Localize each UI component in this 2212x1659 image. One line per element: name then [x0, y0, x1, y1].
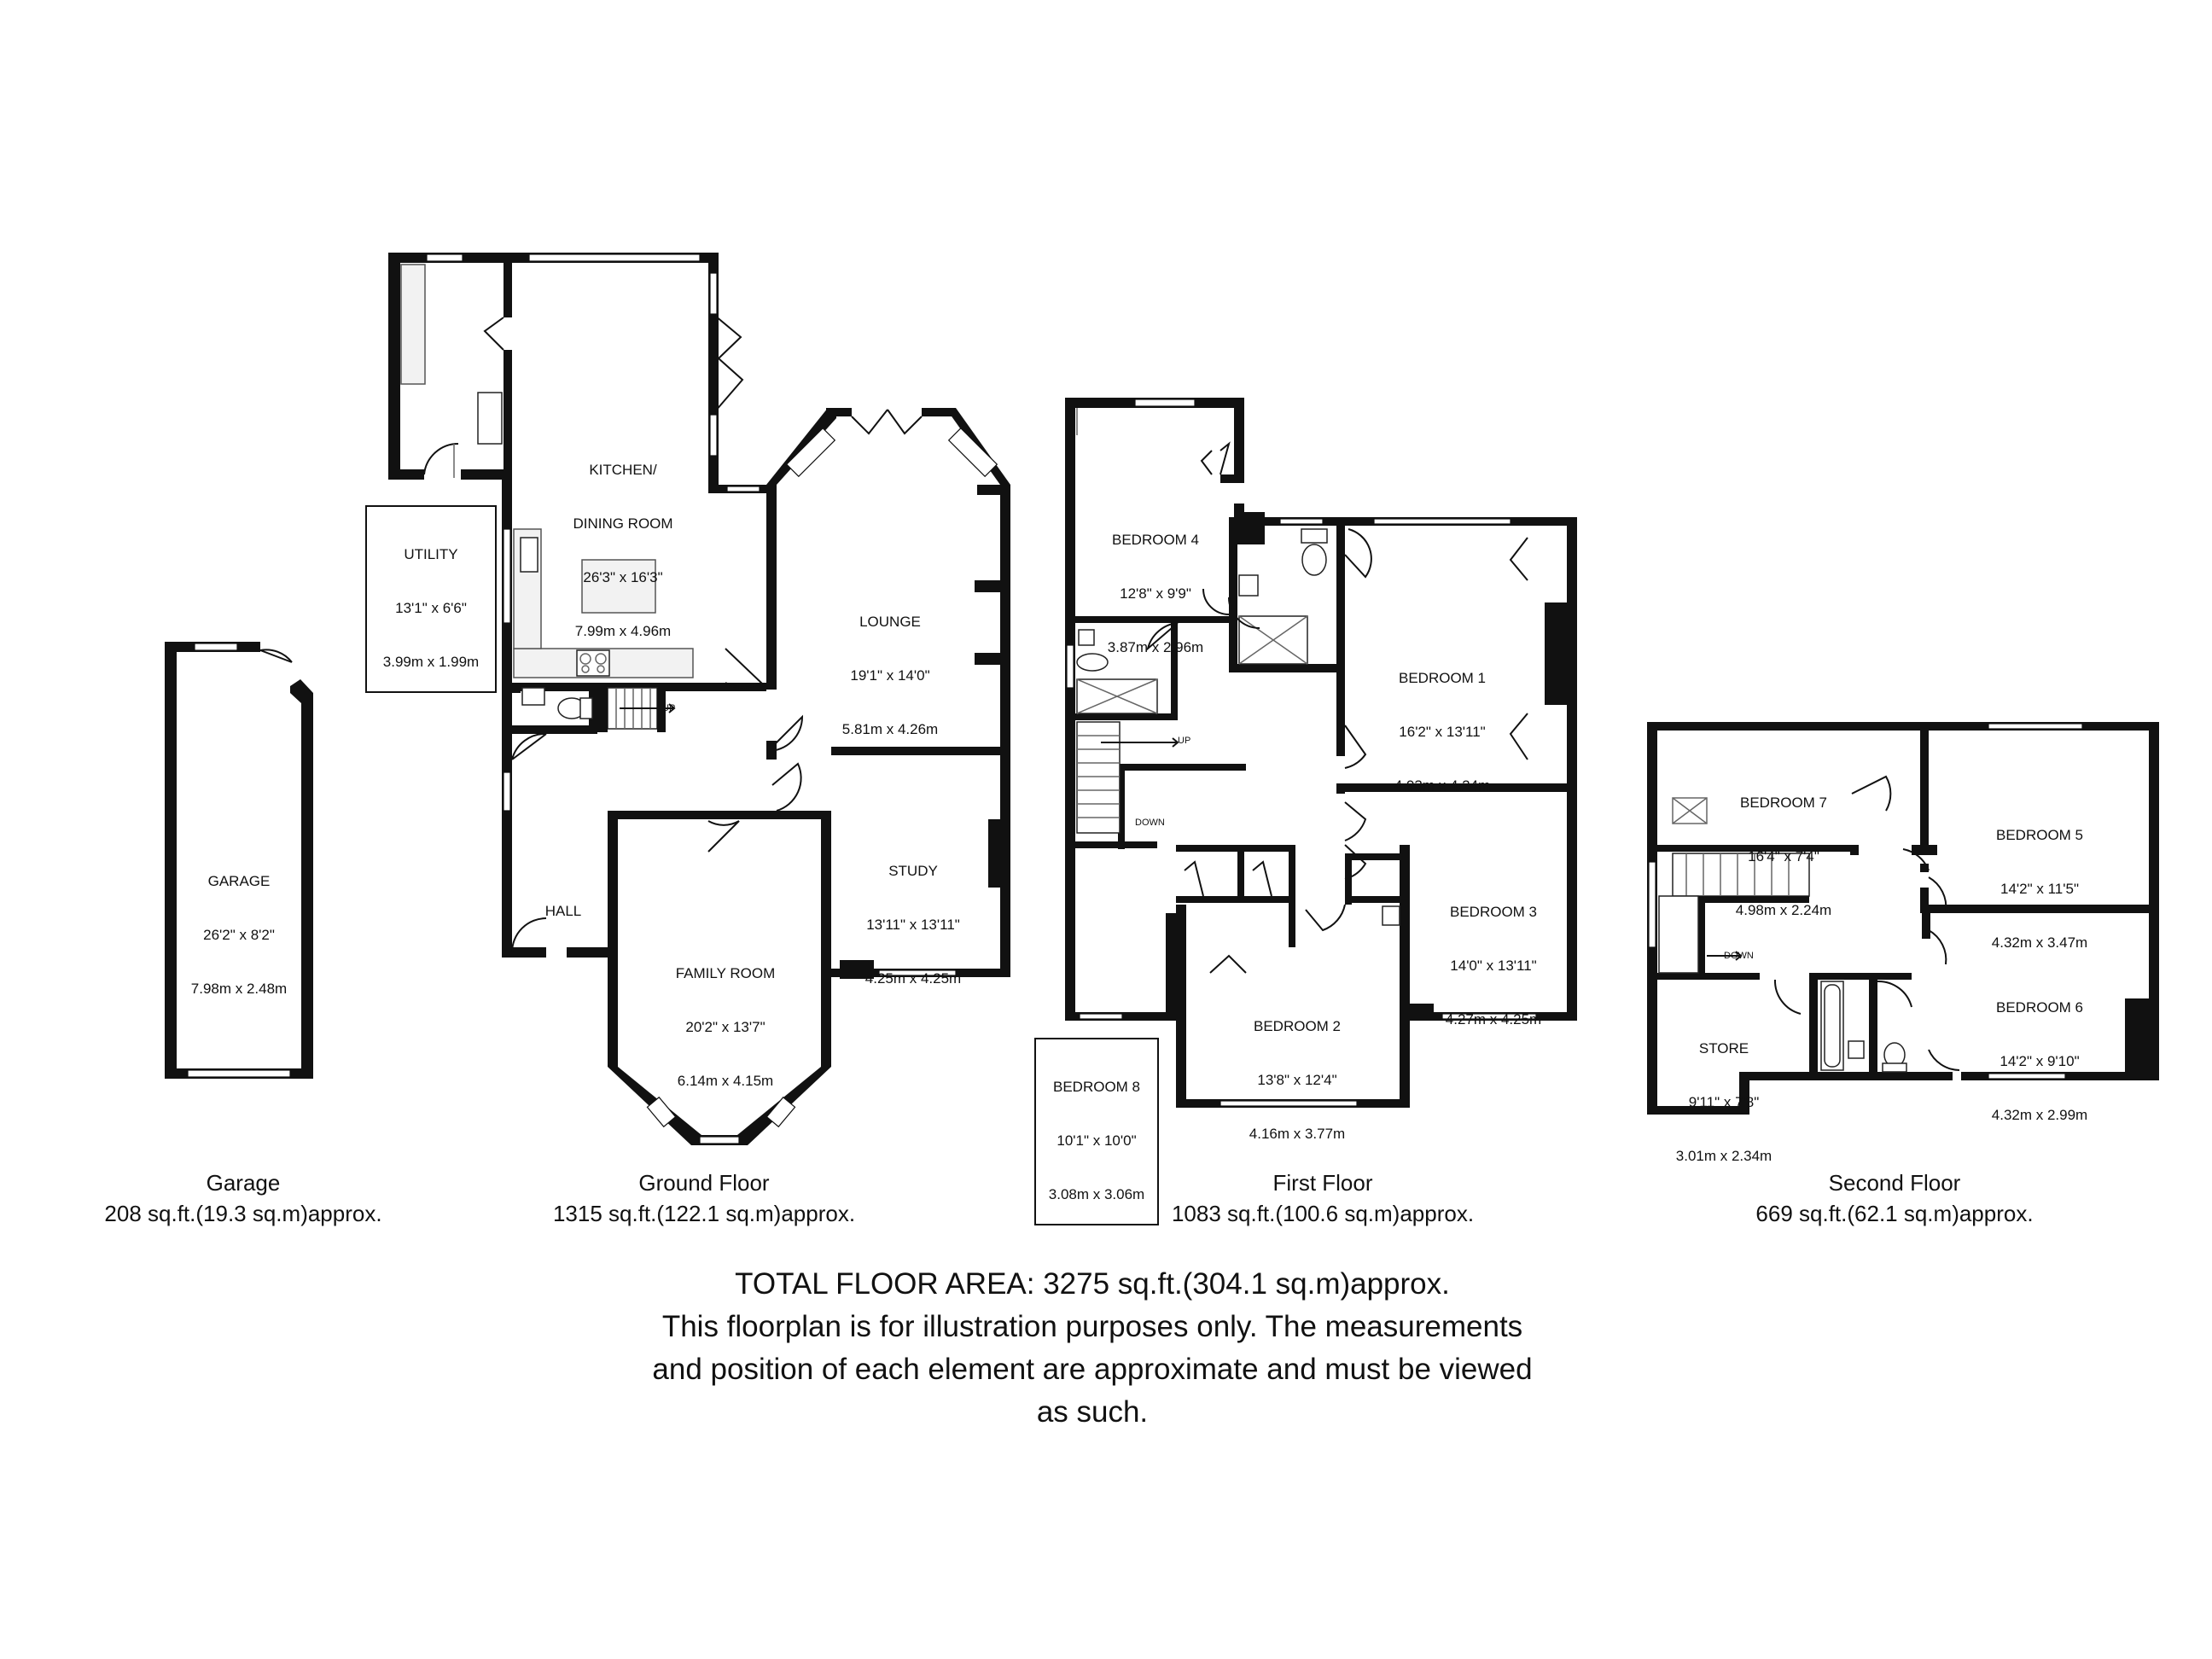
room-name: FAMILY ROOM — [675, 965, 776, 981]
room-size-metric: 4.32m x 3.47m — [1991, 934, 2088, 951]
room-size-imperial: 19'1" x 14'0" — [850, 667, 930, 684]
room-name: GARAGE — [207, 873, 271, 889]
room-size-metric: 4.16m x 3.77m — [1249, 1126, 1346, 1142]
room-size-imperial: 14'0" x 13'11" — [1450, 958, 1537, 974]
room-name: HALL — [544, 903, 582, 919]
bedroom-2-label: BEDROOM 2 13'8" x 12'4" 4.16m x 3.77m — [1220, 981, 1374, 1161]
room-name: UTILITY — [404, 546, 458, 562]
kitchen-label: KITCHEN/ DINING ROOM 26'3" x 16'3" 7.99m… — [538, 425, 708, 658]
room-name: BEDROOM 5 — [1995, 827, 2084, 843]
utility-label: UTILITY 13'1" x 6'6" 3.99m x 1.99m — [365, 505, 497, 693]
second-floor-caption: Second Floor 669 sq.ft.(62.1 sq.m)approx… — [1707, 1167, 2082, 1229]
bedroom-5-label: BEDROOM 5 14'2" x 11'5" 4.32m x 3.47m — [1954, 790, 2125, 969]
store-label: STORE 9'11" x 7'8" 3.01m x 2.34m — [1656, 1004, 1792, 1183]
room-size-imperial: 12'8" x 9'9" — [1120, 585, 1191, 602]
room-name: LOUNGE — [859, 614, 921, 630]
bedroom-6-label: BEDROOM 6 14'2" x 9'10" 4.32m x 2.99m — [1954, 963, 2125, 1142]
disclaimer-line-1: This floorplan is for illustration purpo… — [661, 1310, 1523, 1343]
stairs-up-label: UP — [662, 703, 676, 713]
hall-label: HALL — [529, 866, 597, 938]
room-size-metric: 6.14m x 4.15m — [677, 1073, 774, 1089]
room-size-metric: 4.93m x 4.24m — [1394, 777, 1491, 794]
room-size-metric: 7.99m x 4.96m — [574, 623, 672, 639]
second-floor-plan — [1647, 722, 2159, 1115]
room-name: BEDROOM 6 — [1995, 999, 2084, 1016]
family-room-label: FAMILY ROOM 20'2" x 13'7" 6.14m x 4.15m — [640, 928, 811, 1108]
room-size-imperial: 16'4" x 7'4" — [1748, 848, 1819, 864]
room-size-imperial: 20'2" x 13'7" — [685, 1019, 765, 1035]
stairs-down-label: DOWN — [1724, 951, 1754, 961]
room-size-metric: 3.87m x 2.96m — [1107, 639, 1204, 655]
floor-area: 1083 sq.ft.(100.6 sq.m)approx. — [1171, 1201, 1475, 1226]
room-size-metric: 3.01m x 2.34m — [1675, 1148, 1773, 1164]
bedroom-3-label: BEDROOM 3 14'0" x 13'11" 4.27m x 4.25m — [1417, 867, 1570, 1046]
floor-area: 669 sq.ft.(62.1 sq.m)approx. — [1755, 1201, 2034, 1226]
study-label: STUDY 13'11" x 13'11" 4.25m x 4.25m — [836, 826, 990, 1005]
first-floor-caption: First Floor 1083 sq.ft.(100.6 sq.m)appro… — [1118, 1167, 1528, 1229]
stairs-up-label: UP — [1178, 736, 1191, 746]
garage-label: GARAGE 26'2" x 8'2" 7.98m x 2.48m — [154, 836, 324, 1016]
ground-floor-caption: Ground Floor 1315 sq.ft.(122.1 sq.m)appr… — [504, 1167, 905, 1229]
room-name: BEDROOM 1 — [1398, 670, 1487, 686]
lounge-label: LOUNGE 19'1" x 14'0" 5.81m x 4.26m — [811, 577, 969, 756]
room-name: BEDROOM 7 — [1739, 795, 1828, 811]
total-floor-area: TOTAL FLOOR AREA: 3275 sq.ft.(304.1 sq.m… — [735, 1267, 1450, 1301]
room-size-imperial: 9'11" x 7'8" — [1688, 1094, 1760, 1110]
room-name: BEDROOM 2 — [1253, 1018, 1342, 1034]
room-size-imperial: 14'2" x 9'10" — [2000, 1053, 2080, 1069]
floor-title: Ground Floor — [638, 1170, 770, 1196]
room-name: BEDROOM 3 — [1449, 904, 1538, 920]
room-size-metric: 3.08m x 3.06m — [1048, 1186, 1145, 1202]
floor-title: First Floor — [1272, 1170, 1373, 1196]
stairs-down-label: DOWN — [1135, 818, 1165, 828]
room-size-imperial: 26'2" x 8'2" — [203, 927, 275, 943]
disclaimer: TOTAL FLOOR AREA: 3275 sq.ft.(304.1 sq.m… — [512, 1263, 1673, 1434]
room-size-imperial: 16'2" x 13'11" — [1399, 724, 1486, 740]
floor-title: Second Floor — [1828, 1170, 1961, 1196]
disclaimer-line-2: and position of each element are approxi… — [652, 1353, 1533, 1386]
room-size-metric: 4.27m x 4.25m — [1445, 1011, 1542, 1027]
room-size-metric: 5.81m x 4.26m — [841, 721, 939, 737]
room-size-imperial: 10'1" x 10'0" — [1057, 1132, 1137, 1149]
bedroom-8-label: BEDROOM 8 10'1" x 10'0" 3.08m x 3.06m — [1034, 1038, 1159, 1225]
floor-area: 208 sq.ft.(19.3 sq.m)approx. — [104, 1201, 382, 1226]
room-size-imperial: 14'2" x 11'5" — [2000, 881, 2079, 897]
room-name: BEDROOM 4 — [1111, 532, 1200, 548]
room-size-metric: 4.25m x 4.25m — [864, 970, 962, 987]
room-size-imperial: 26'3" x 16'3" — [583, 569, 663, 585]
garage-caption: Garage 208 sq.ft.(19.3 sq.m)approx. — [51, 1167, 435, 1229]
room-name: STORE — [1698, 1040, 1749, 1057]
room-name-line2: DINING ROOM — [573, 515, 673, 532]
room-size-metric: 4.98m x 2.24m — [1735, 902, 1832, 918]
room-size-metric: 7.98m x 2.48m — [190, 981, 288, 997]
bedroom-7-label: BEDROOM 7 16'4" x 7'4" 4.98m x 2.24m — [1707, 758, 1860, 937]
bedroom-1-label: BEDROOM 1 16'2" x 13'11" 4.93m x 4.24m — [1357, 633, 1528, 812]
garage-plan — [165, 642, 313, 1079]
bedroom-4-label: BEDROOM 4 12'8" x 9'9" 3.87m x 2.96m — [1079, 495, 1232, 674]
floor-title: Garage — [206, 1170, 281, 1196]
room-name: KITCHEN/ — [589, 462, 657, 478]
disclaimer-line-3: as such. — [1036, 1395, 1149, 1429]
room-size-imperial: 13'11" x 13'11" — [866, 917, 960, 933]
floor-area: 1315 sq.ft.(122.1 sq.m)approx. — [552, 1201, 856, 1226]
room-name: BEDROOM 8 — [1052, 1079, 1141, 1095]
room-size-metric: 3.99m x 1.99m — [382, 654, 480, 670]
ground-floor-plan — [388, 253, 1010, 1145]
first-floor-plan — [1065, 398, 1577, 1108]
room-name: STUDY — [888, 863, 938, 879]
room-size-imperial: 13'8" x 12'4" — [1257, 1072, 1337, 1088]
room-size-metric: 4.32m x 2.99m — [1991, 1107, 2088, 1123]
room-size-imperial: 13'1" x 6'6" — [395, 600, 467, 616]
